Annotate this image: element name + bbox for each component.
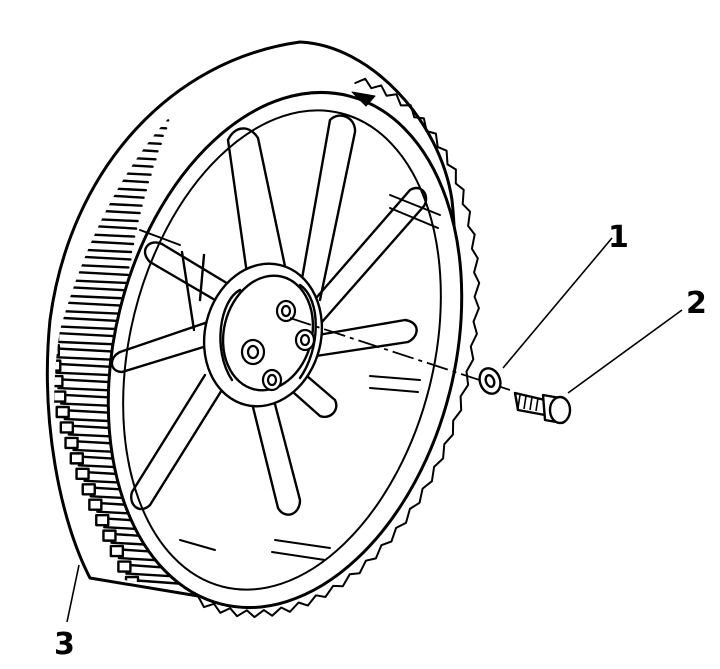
assembly-axis-line [289, 317, 511, 391]
tread-lug-block [69, 189, 84, 202]
leader-lines [66, 237, 683, 623]
tread-lug-block [88, 143, 103, 156]
tread-lug-block [102, 112, 117, 125]
tread-lug-block [102, 529, 117, 542]
rim-serrated-edge [197, 77, 481, 619]
leader-line-bolt [567, 309, 683, 394]
tread-lug-block [109, 96, 125, 110]
tread-lug-block [54, 390, 67, 403]
tread-lug-block [95, 127, 110, 141]
rim-ribs [139, 194, 441, 561]
rim-notch [351, 91, 376, 107]
tread-lug-block [64, 436, 79, 450]
tread-lug-block [117, 81, 132, 94]
leader-line-washer [502, 237, 613, 369]
callout-washer: 1 [608, 220, 629, 255]
tread-lug-block [59, 421, 75, 434]
wheel [45, 40, 481, 619]
tread-lug-block [117, 560, 132, 573]
bolt [513, 391, 572, 425]
tread-lug-block [88, 498, 103, 511]
hub-bolt-holes [240, 299, 316, 392]
tread-lug-block [95, 513, 110, 527]
tread-lug-block [109, 544, 125, 558]
washer [478, 367, 502, 395]
tread-lug-block [124, 65, 140, 79]
tread-lug-block [64, 204, 79, 218]
hub [202, 262, 324, 408]
callout-bolt: 2 [686, 286, 707, 321]
tread-lug-block [81, 158, 96, 171]
tread-lug-block [59, 220, 75, 233]
tread-lug-block [75, 173, 90, 187]
tread-lug-block [75, 467, 90, 481]
tread-lug [128, 68, 187, 84]
leader-line-wheel [66, 564, 80, 623]
callout-wheel: 3 [54, 627, 75, 662]
callout-labels: 1 2 3 [54, 220, 707, 662]
wheel-spokes [110, 114, 428, 516]
tread-lug-block [54, 374, 64, 388]
tread-lug-block [81, 483, 96, 496]
wheel-face-inner [122, 109, 442, 591]
tread-lug-block [69, 452, 84, 465]
tread-lug-block [55, 405, 70, 419]
